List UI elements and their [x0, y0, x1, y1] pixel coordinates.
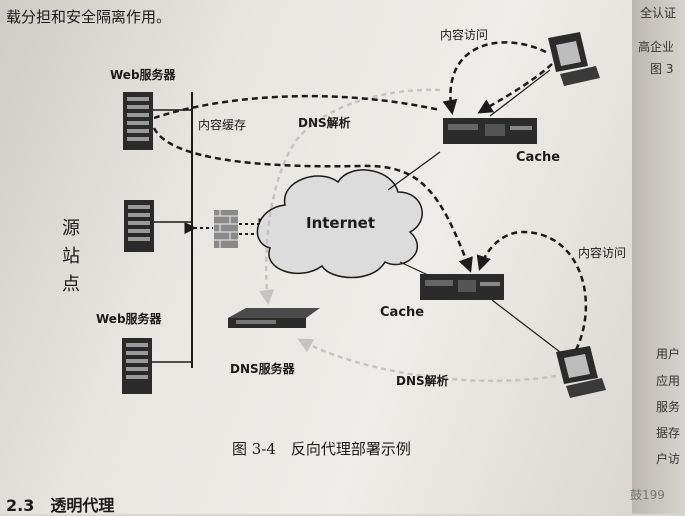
dns-path-top	[259, 88, 441, 305]
next-page-edge	[632, 0, 685, 514]
content-cache-path-bottom	[152, 127, 473, 273]
link-cloud-cache-bottom	[399, 261, 429, 276]
cache-top-icon	[443, 118, 537, 144]
section-heading: 2.3 透明代理	[6, 496, 115, 515]
cache-bottom-label: Cache	[380, 305, 425, 320]
content-access-top-path	[442, 41, 547, 115]
web-server-top-label: Web服务器	[110, 68, 176, 82]
content-cache-label: 内容缓存	[198, 118, 247, 132]
side-fragment: 户访	[656, 452, 681, 466]
content-cache-path-top	[153, 94, 441, 120]
side-fragment: 服务	[656, 400, 681, 414]
dns-server-icon	[228, 308, 320, 328]
internet-cloud	[256, 169, 423, 279]
side-fragment: 高企业	[638, 40, 675, 54]
web-server-bottom-icon	[122, 338, 152, 394]
figure-caption: 图 3-4 反向代理部署示例	[232, 440, 411, 458]
cache-bottom-icon	[420, 274, 504, 300]
web-server-top-icon	[123, 92, 153, 150]
header-text: 载分担和安全隔离作用。	[6, 8, 172, 26]
link-cache-bottom-client	[491, 299, 561, 353]
link-cloud-cache-top	[387, 151, 441, 191]
client-pc-bottom-icon	[556, 346, 606, 398]
web-server-bottom-label: Web服务器	[96, 312, 162, 326]
web-server-middle-icon	[124, 200, 154, 252]
origin-site-label: 源站点	[62, 218, 80, 295]
dns-parse-bottom-label: DNS解析	[396, 374, 449, 388]
side-fragment: 据存	[656, 426, 681, 440]
cache-top-label: Cache	[516, 150, 561, 165]
content-access-right-label: 内容访问	[578, 246, 627, 260]
content-access-right-path	[476, 230, 588, 351]
dns-path-bottom	[297, 338, 557, 383]
link-cache-top-client	[489, 69, 551, 117]
side-fragment: 图 3	[650, 62, 674, 76]
side-fragment: 全认证	[640, 6, 677, 20]
client-pc-top-icon	[548, 32, 600, 86]
side-fragment: 应用	[656, 374, 681, 388]
side-fragment: 用户	[656, 347, 681, 361]
firewall-icon	[214, 210, 238, 248]
content-access-top-path-2	[477, 63, 553, 114]
side-fragment: 鼓199	[630, 488, 665, 502]
dns-server-label: DNS服务器	[230, 362, 295, 376]
content-access-top-label: 内容访问	[440, 28, 489, 42]
dns-parse-top-label: DNS解析	[298, 116, 351, 130]
internet-label: Internet	[306, 214, 376, 232]
